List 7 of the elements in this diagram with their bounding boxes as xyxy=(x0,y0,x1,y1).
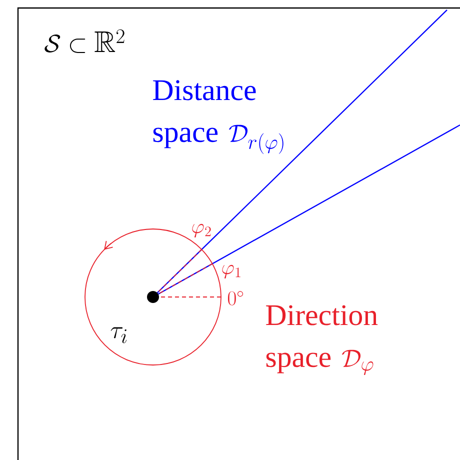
point-label: $\tau_i$ xyxy=(110,327,127,344)
angle-label: $\varphi_2$ xyxy=(192,224,211,238)
angle-label: $\varphi_1$ xyxy=(222,264,240,278)
angle-label: $0^\circ$ xyxy=(228,291,244,306)
set-label: $\mathcal{S} \subset \mathbb{R}^2$ xyxy=(44,29,124,53)
space-label: Distance space $\mathcal{D}_{r(\varphi)}$ xyxy=(153,80,284,154)
space-label: Direction space $\mathcal{D}_\varphi$ xyxy=(266,305,378,376)
